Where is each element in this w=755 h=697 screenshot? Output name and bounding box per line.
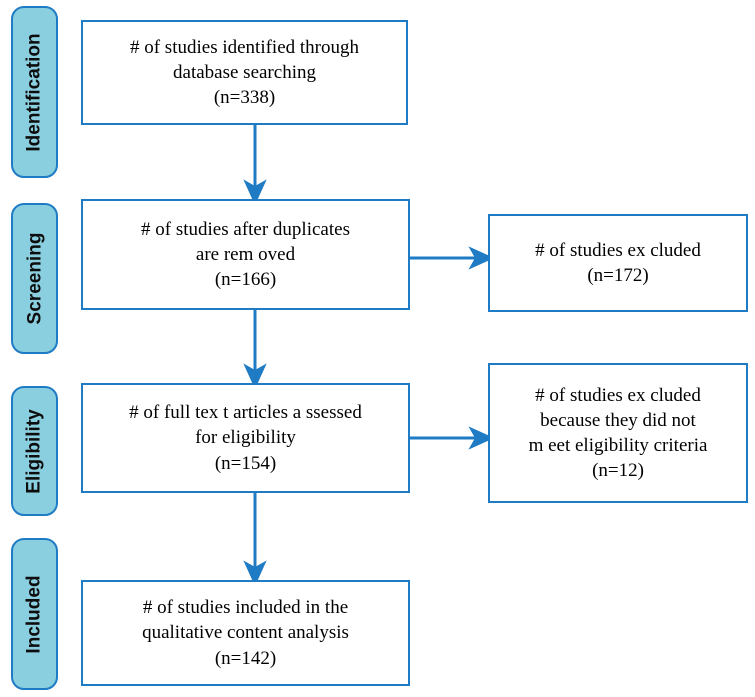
- box-line: qualitative content analysis: [142, 622, 349, 644]
- box-studies-identified: # of studies identified through database…: [81, 20, 408, 125]
- box-studies-included: # of studies included in the qualitative…: [81, 580, 410, 686]
- stage-tab-identification: Identification: [11, 6, 58, 178]
- box-line: # of studies identified through: [129, 36, 360, 58]
- box-count: (n=166): [214, 269, 277, 291]
- stage-tab-included: Included: [11, 538, 58, 690]
- stage-tab-label: Eligibility: [24, 408, 46, 494]
- box-fulltext-articles-assessed: # of full tex t articles a ssessed for e…: [81, 383, 410, 493]
- stage-tab-screening: Screening: [11, 203, 58, 354]
- stage-tab-label: Identification: [24, 32, 46, 152]
- box-line: m eet eligibility criteria: [528, 435, 708, 456]
- stage-tab-eligibility: Eligibility: [11, 386, 58, 516]
- stage-tab-label: Included: [24, 574, 45, 654]
- box-count: (n=172): [587, 265, 649, 286]
- box-line: because they did not: [540, 409, 696, 431]
- box-count: (n=12): [592, 460, 644, 482]
- box-line: # of studies ex cluded: [535, 239, 701, 261]
- box-line: for eligibility: [195, 427, 296, 449]
- box-studies-excluded-eligibility: # of studies ex cluded because they did …: [488, 363, 748, 503]
- box-count: (n=142): [214, 647, 277, 669]
- box-count: (n=154): [214, 452, 277, 474]
- box-studies-excluded-screening: # of studies ex cluded (n=172): [488, 214, 748, 312]
- box-line: # of studies after duplicates: [141, 218, 350, 240]
- box-line: database searching: [173, 61, 316, 83]
- box-line: are rem oved: [195, 243, 296, 265]
- box-count: (n=338): [213, 87, 276, 109]
- box-studies-after-duplicates: # of studies after duplicates are rem ov…: [81, 199, 410, 310]
- box-line: # of studies ex cluded: [535, 384, 701, 406]
- stage-tab-label: Screening: [24, 232, 45, 325]
- box-line: # of full tex t articles a ssessed: [129, 402, 362, 424]
- box-line: # of studies included in the: [142, 597, 349, 619]
